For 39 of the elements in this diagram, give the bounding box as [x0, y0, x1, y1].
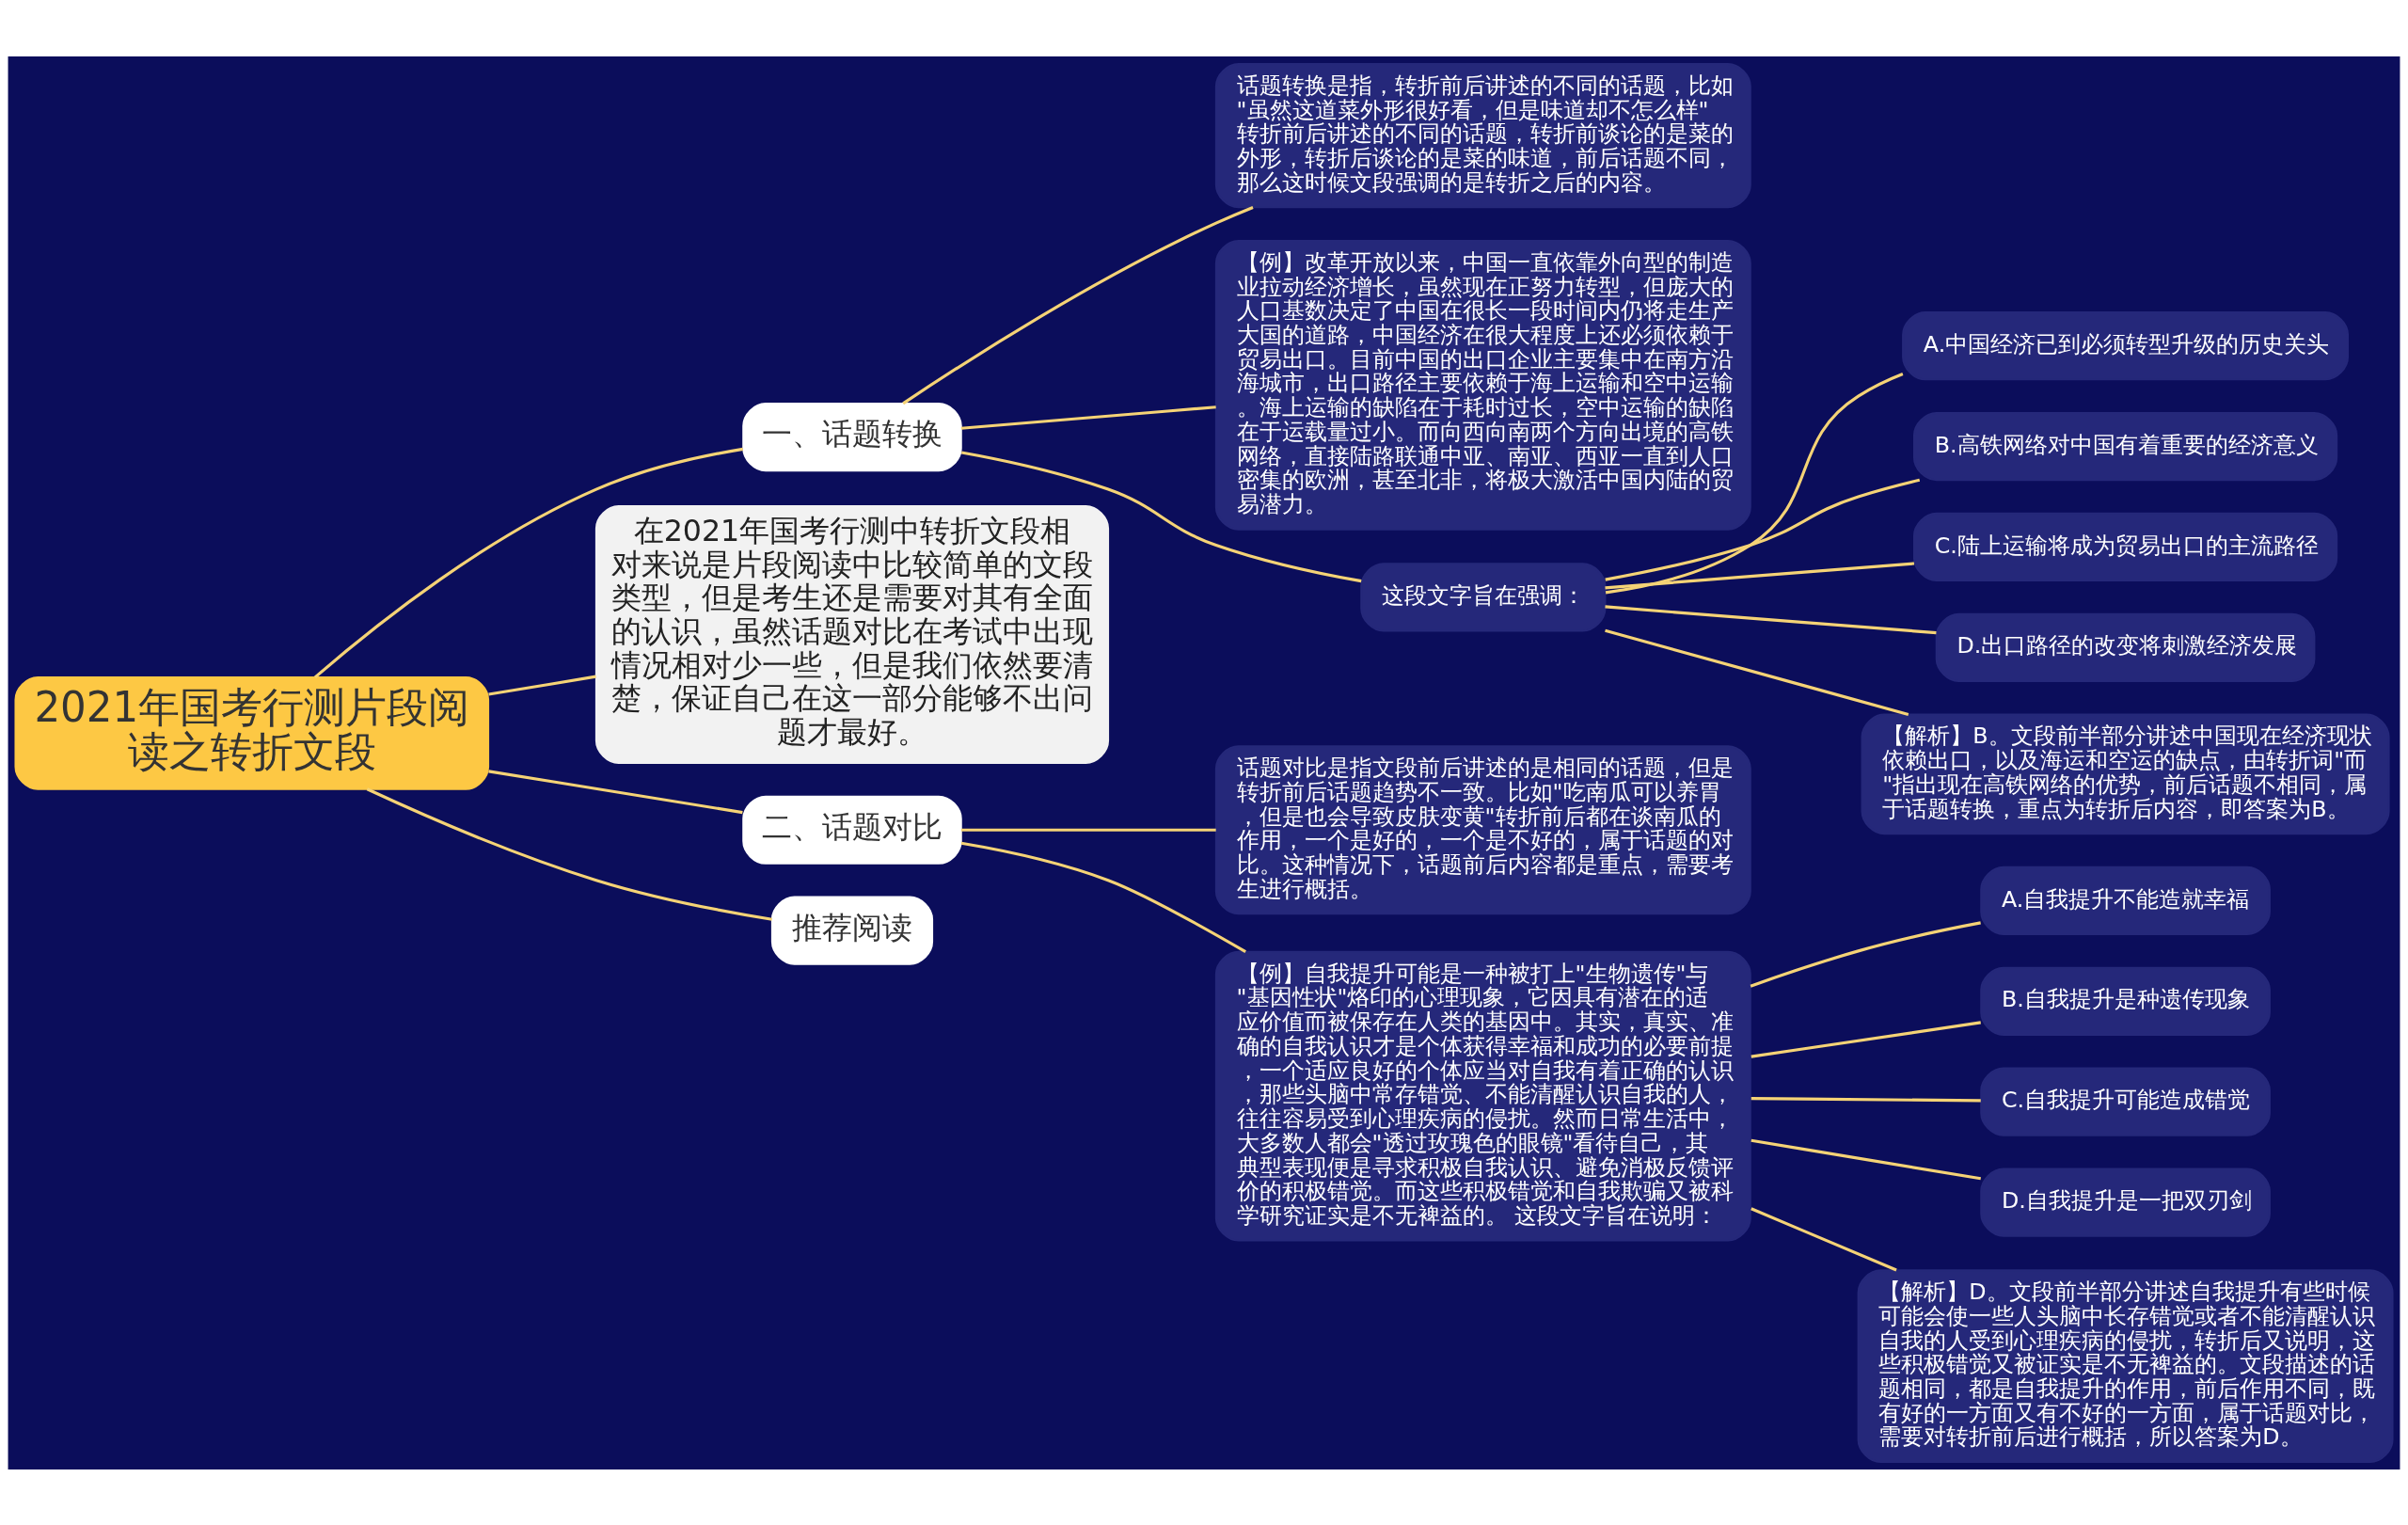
connector [1750, 920, 1981, 988]
connector [1751, 1096, 1981, 1102]
node-box: 【解析】B。文段前半部分讲述中国现在经济现状依赖出口，以及海运和空运的缺点，由转折词"而"指出现在高铁网络的优势，前后话题不相同，属于话题转换，重点为转折后内容，即答案为B。 [1861, 713, 2390, 834]
connector [1605, 604, 1937, 634]
node-box: A.自我提升不能造就幸福 [1980, 866, 2271, 935]
node-box: 推荐阅读 [770, 896, 934, 965]
connector [488, 675, 596, 696]
connector [960, 450, 1362, 582]
connector [1751, 1206, 1897, 1272]
node-box: 【例】自我提升可能是一种被打上"生物遗传"与"基因性状"烙印的心理现象，它因具有潜在的适应价值而被保存在人类的基因中。其实，真实、准确的自我认识才是个体获得幸福和成功的必要前提，一个适应良好的个体应当对自我有着正确的认识，那些头脑中常存错觉、不能清醒认识自我的人，往往容易受到心理疾病的侵扰。然而日常生活中，大多数人都会"透过玫瑰色的眼镜"看待自己，其典型表现便是寻求积极自我认识、避免消极反馈评价的积极错觉。而这些积极错觉和自我欺骗又被科学研究证实是不无裨益的。 这段文字旨在说明： [1214, 950, 1751, 1242]
node-box: 二、话题对比 [742, 795, 962, 865]
connector [1751, 1020, 1981, 1058]
node-box: 话题对比是指文段前后讲述的是相同的话题，但是转折前后话题趋势不一致。比如"吃南瓜可以养胃，但是也会导致皮肤变黄"转折前后都在谈南瓜的作用，一个是好的，一个是不好的，属于话题的对比。这种情况下，话题前后内容都是重点，需要考生进行概括。 [1214, 744, 1751, 914]
node-box: D.出口路径的改变将刺激经济发展 [1935, 612, 2316, 682]
node-box: 一、话题转换 [742, 402, 962, 471]
node-box: C.自我提升可能造成错觉 [1980, 1067, 2271, 1136]
node-box: D.自我提升是一把双刃剑 [1980, 1167, 2271, 1237]
connector [1605, 628, 1909, 716]
connector [366, 786, 772, 921]
connector [314, 447, 744, 678]
node-box: 在2021年国考行测中转折文段相对来说是片段阅读中比较简单的文段类型，但是考生还是需要对其有全面的认识，虽然话题对比在考试中出现情况相对少一些，但是我们依然要清楚，保证自己在这一部分能够不出问题才最好。 [594, 504, 1110, 764]
node-box: 【例】改革开放以来，中国一直依靠外向型的制造业拉动经济增长，虽然现在正努力转型，但庞大的人口基数决定了中国在很长一段时间内仍将走生产大国的道路，中国经济在很大程度上还必须依赖于贸易出口。目前中国的出口企业主要集中在南方沿海城市，出口路径主要依赖于海上运输和空中运输。海上运输的缺陷在于耗时过长，空中运输的缺陷在于运载量过小。而向西向南两个方向出境的高铁网络，直接陆路联通中亚、南亚、西亚一直到人口密集的欧洲，甚至北非，将极大激活中国内陆的贸易潜力。 [1214, 239, 1751, 531]
connector [1605, 372, 1904, 594]
connector [1605, 561, 1915, 589]
connector [960, 828, 1216, 832]
node-box: B.高铁网络对中国有着重要的经济意义 [1912, 411, 2338, 481]
connector [488, 769, 743, 814]
node-box: C.陆上运输将成为贸易出口的主流路径 [1912, 512, 2338, 581]
node-box: 2021年国考行测片段阅读之转折文段 [14, 675, 490, 790]
connector [960, 405, 1216, 430]
node-box: A.中国经济已到必须转型升级的历史关头 [1902, 310, 2350, 380]
connector [1751, 1138, 1981, 1180]
node-box: 【解析】D。文段前半部分讲述自我提升有些时候可能会使一些人头脑中长存错觉或者不能清醒认识自我的人受到心理疾病的侵扰，转折后又说明，这些积极错觉又被证实是不无裨益的。文段描述的话题相同，都是自我提升的作用，前后作用不同，既有好的一方面又有不好的一方面，属于话题对比，需要对转折前后进行概括，所以答案为D。 [1857, 1268, 2394, 1463]
node-box: B.自我提升是种遗传现象 [1980, 966, 2271, 1036]
node-box: 这段文字旨在强调： [1360, 562, 1607, 631]
node-box: 话题转换是指，转折前后讲述的不同的话题，比如"虽然这道菜外形很好看，但是味道却不怎么样"转折前后讲述的不同的话题，转折前谈论的是菜的外形，转折后谈论的是菜的味道，前后话题不同，那么这时候文段强调的是转折之后的内容。 [1214, 62, 1751, 208]
connector [960, 841, 1246, 953]
connector [1605, 478, 1921, 581]
connector [902, 205, 1254, 405]
